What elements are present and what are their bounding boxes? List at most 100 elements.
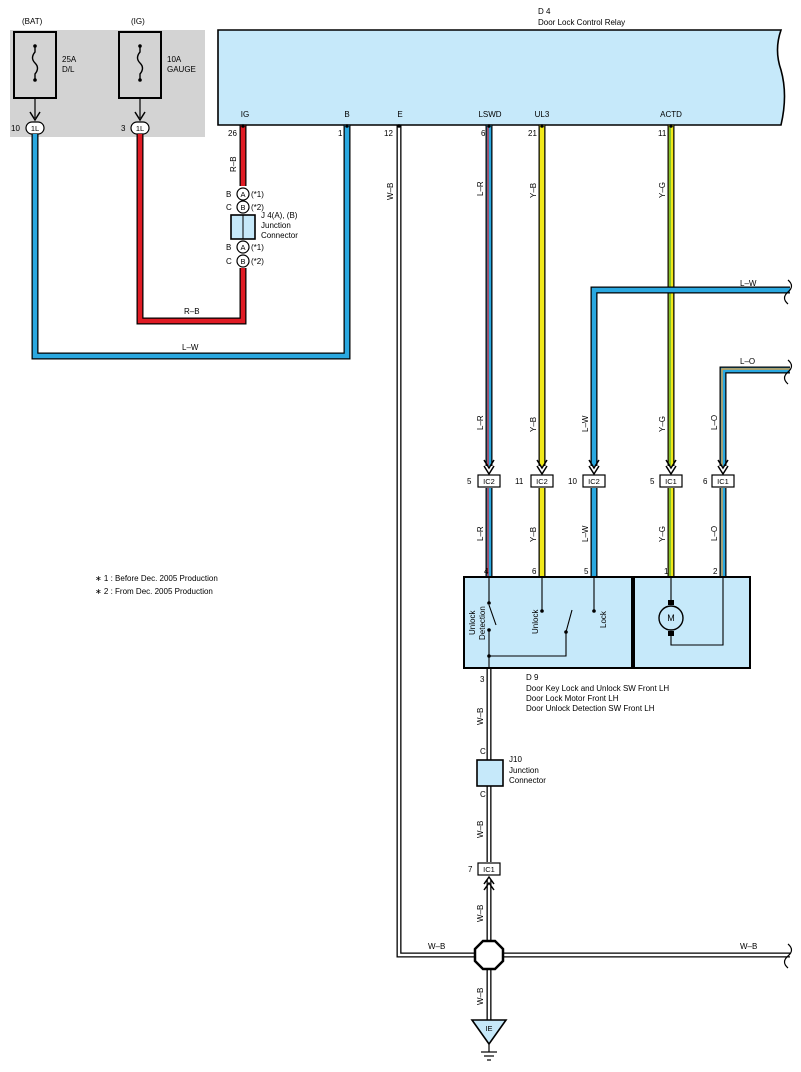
ic-yb-code: IC2	[536, 477, 548, 486]
unlock-detection-label-1: Unlock	[468, 610, 477, 635]
label-lw2: L–W	[581, 415, 590, 432]
j10-name-1: Junction	[509, 766, 539, 775]
j4-bot-a-side: B	[226, 243, 231, 252]
arrow-up-icon	[483, 875, 495, 891]
label-ig-bottom-rb: R–B	[184, 307, 200, 316]
relay-pin-lswd: 6	[481, 129, 486, 138]
relay-terminal-b: B	[344, 110, 349, 119]
ic-yg-code: IC1	[665, 477, 677, 486]
j4-top-b-code: B	[240, 203, 245, 212]
wire-r-b-lower	[137, 134, 246, 324]
relay-pin-actd: 11	[658, 129, 667, 138]
relay-terminal-ig: IG	[241, 110, 249, 119]
d9-bottom-pin: 3	[480, 675, 485, 684]
j4-bot-a-code: A	[240, 243, 245, 252]
ic-lo-pin: 6	[703, 477, 708, 486]
label-yb3: Y–B	[529, 527, 538, 542]
d9-pin-4: 4	[484, 567, 489, 576]
ic-lw-code: IC2	[588, 477, 600, 486]
label-wb-right: W–B	[740, 942, 757, 951]
wire-l-o-ext	[720, 367, 790, 466]
note-1: ∗ 1 : Before Dec. 2005 Production	[95, 574, 218, 583]
switch-contact-icon	[565, 609, 573, 633]
motor-icon	[658, 605, 684, 631]
ic1-bottom-code: IC1	[483, 865, 495, 874]
ground-code: IE	[485, 1024, 492, 1033]
label-lr2: L–R	[476, 415, 485, 430]
label-lr3: L–R	[476, 526, 485, 541]
inline-connectors: IC2 5 IC2 11 IC2 10 IC1 5 IC1 6	[467, 459, 735, 488]
label-lo3: L–O	[710, 526, 719, 541]
inline-connector-lo: IC1 6	[703, 459, 735, 488]
label-ig-rb: R–B	[229, 156, 238, 172]
label-lw3: L–W	[581, 525, 590, 542]
label-wb-left: W–B	[428, 942, 445, 951]
arrow-down-icon	[134, 111, 146, 122]
label-ext-lw: L–W	[740, 279, 757, 288]
motor-label: M	[667, 613, 675, 623]
j10-pin-bottom: C	[480, 790, 486, 799]
footnotes: ∗ 1 : Before Dec. 2005 Production ∗ 2 : …	[95, 574, 218, 596]
label-ext-lo: L–O	[740, 357, 755, 366]
ig-source-label: (IG)	[131, 17, 145, 26]
junction-j10: C C J10 Junction Connector	[476, 747, 546, 799]
ic-yb-pin: 11	[515, 477, 524, 486]
relay-id: D 4	[538, 7, 551, 16]
label-yb2: Y–B	[529, 417, 538, 432]
j4-bot-a-note: (*1)	[251, 243, 264, 252]
ig-fuse-rating: 10A	[167, 55, 182, 64]
bat-connector: 1L	[31, 124, 39, 133]
fuse-ig: 10A GAUGE 1L 3	[118, 31, 196, 135]
ic1-bottom-pin: 7	[468, 865, 473, 874]
break-marks	[783, 279, 793, 969]
ic-lo-code: IC1	[717, 477, 729, 486]
j10-pin-top: C	[480, 747, 486, 756]
relay-terminal-actd: ACTD	[660, 110, 682, 119]
label-yg2: Y–G	[658, 416, 667, 432]
label-wb-ic1: W–B	[476, 905, 485, 922]
splice-icon	[473, 939, 505, 971]
d9-line2: Door Lock Motor Front LH	[526, 694, 619, 703]
inline-connector-ic1-bottom: IC1 7	[468, 862, 501, 891]
d9-line3: Door Unlock Detection SW Front LH	[526, 704, 655, 713]
label-lo2: L–O	[710, 415, 719, 430]
bat-source-label: (BAT)	[22, 17, 43, 26]
arrow-down-icon	[29, 111, 41, 122]
inline-connector-lr: IC2 5	[467, 459, 501, 488]
label-lswd-lr: L–R	[476, 181, 485, 196]
j10-id: J10	[509, 755, 522, 764]
j4-top-b-note: (*2)	[251, 203, 264, 212]
relay-terminal-ul3: UL3	[535, 110, 550, 119]
label-b-lw: L–W	[182, 343, 199, 352]
wire-l-w-ext	[591, 287, 790, 466]
wire-w-b-e	[397, 125, 480, 957]
switch-d9: 4 6 5 1 2 Unlock Detection Unlock Lock M…	[463, 567, 751, 713]
junction-j4: A B (*1) B C (*2) J 4(A), (B) Junction C…	[226, 187, 298, 268]
bat-pin: 10	[11, 124, 20, 133]
ground: IE	[470, 1019, 508, 1061]
j10-name-2: Connector	[509, 776, 546, 785]
label-wb-d9: W–B	[476, 708, 485, 725]
ic-yg-pin: 5	[650, 477, 655, 486]
bat-fuse-name: D/L	[62, 65, 75, 74]
ig-fuse-name: GAUGE	[167, 65, 196, 74]
relay-pin-b: 1	[338, 129, 343, 138]
d9-pin-1: 1	[664, 567, 669, 576]
j4-name-1: Junction	[261, 221, 291, 230]
d9-pin-2: 2	[713, 567, 718, 576]
j4-bot-b-code: B	[240, 257, 245, 266]
j4-top-a-note: (*1)	[251, 190, 264, 199]
wires	[31, 125, 790, 1020]
d9-line1: Door Key Lock and Unlock SW Front LH	[526, 684, 669, 693]
j4-name-2: Connector	[261, 231, 298, 240]
wire-l-w	[32, 125, 350, 359]
ic-lr-code: IC2	[483, 477, 495, 486]
wire-labels: R–B R–B L–W W–B L–R Y–B Y–G L–W L–O L–R …	[182, 156, 757, 1005]
fuse-panel: (BAT) (IG) 25A D/L 1L 10 10A GAUGE	[10, 17, 205, 137]
relay-name: Door Lock Control Relay	[538, 18, 625, 27]
relay-d4: D 4 Door Lock Control Relay IG B E LSWD …	[217, 7, 786, 138]
label-wb-ground: W–B	[476, 988, 485, 1005]
ic-lr-pin: 5	[467, 477, 472, 486]
d9-pin-6: 6	[532, 567, 537, 576]
unlock-label: Unlock	[531, 609, 540, 634]
